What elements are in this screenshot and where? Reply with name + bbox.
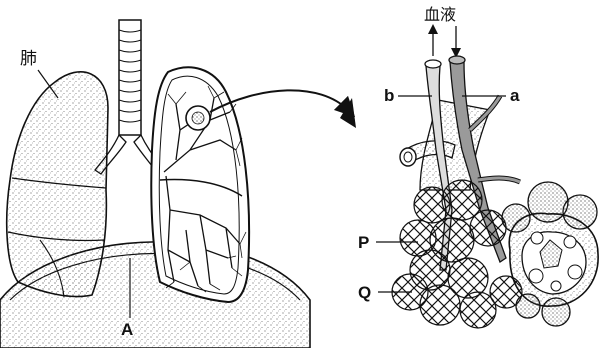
alveolus-cutaway [502,182,598,326]
diaphragm-label: A [121,320,133,339]
right-lung-section [151,67,249,302]
arrow-head [340,98,356,128]
alveolus-p-label: P [358,233,369,252]
lungs-overview: 肺 A [0,20,310,348]
alveolus-q-label: Q [358,283,371,302]
lung-label: 肺 [20,49,37,69]
left-lung [7,72,108,297]
vessel-b-label: b [384,86,394,105]
blood-label: 血液 [424,5,456,24]
alveoli-detail: 血液 [358,5,598,328]
vessel-a-label: a [510,86,520,105]
